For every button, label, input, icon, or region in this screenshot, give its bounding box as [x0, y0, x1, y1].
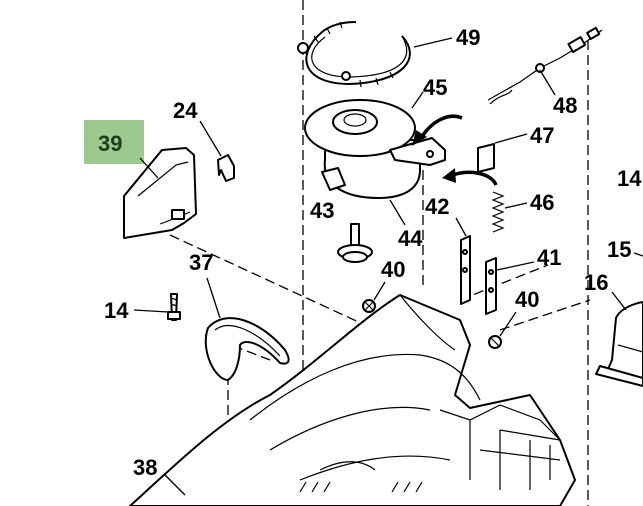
- callout-46[interactable]: 46: [530, 190, 554, 215]
- part-49-snap-ring: [297, 21, 411, 88]
- callout-16[interactable]: 16: [584, 270, 608, 295]
- leader-16: [611, 291, 627, 311]
- callout-15[interactable]: 15: [607, 237, 631, 262]
- part-40-screws: [362, 299, 502, 349]
- callout-45[interactable]: 45: [423, 75, 447, 100]
- leader-40a: [373, 281, 386, 301]
- leader-48: [539, 69, 556, 96]
- leader-42: [455, 217, 467, 237]
- leader-46: [504, 202, 528, 209]
- leader-14: [133, 309, 169, 313]
- leader-37: [206, 277, 221, 319]
- callout-43[interactable]: 43: [310, 198, 334, 223]
- part-47-plate: [477, 143, 495, 173]
- callout-40-upper[interactable]: 40: [381, 257, 405, 282]
- part-46-spring: [442, 168, 505, 233]
- callout-49[interactable]: 49: [456, 25, 480, 50]
- leader-41: [496, 261, 535, 271]
- callout-44[interactable]: 44: [398, 226, 423, 251]
- part-37-handle: [204, 317, 290, 381]
- leader-40b: [499, 311, 517, 337]
- callout-39[interactable]: 39: [98, 131, 122, 156]
- leader-15: [633, 252, 643, 257]
- part-16-bracket: [595, 301, 643, 387]
- callout-38[interactable]: 38: [133, 455, 157, 480]
- leader-49: [413, 37, 453, 48]
- part-14-screw: [167, 293, 181, 321]
- callout-41[interactable]: 41: [537, 245, 561, 270]
- callout-48[interactable]: 48: [553, 93, 577, 118]
- leader-24: [199, 120, 222, 157]
- callout-42[interactable]: 42: [425, 194, 449, 219]
- callout-24[interactable]: 24: [173, 98, 198, 123]
- part-41-bracket: [485, 257, 497, 315]
- leader-38: [164, 474, 186, 496]
- callout-14-right[interactable]: 14: [617, 166, 642, 191]
- callout-40-lower[interactable]: 40: [515, 287, 539, 312]
- callout-39-highlight: [84, 120, 144, 164]
- part-24-clip: [217, 154, 235, 182]
- leader-39: [139, 157, 159, 179]
- leader-45: [411, 91, 424, 109]
- callout-14-left[interactable]: 14: [104, 298, 129, 323]
- part-45-brake-housing: [304, 99, 463, 199]
- part-38-deck: [129, 294, 576, 506]
- part-42-bracket: [460, 235, 471, 305]
- part-39-cover: [123, 147, 197, 239]
- callout-47[interactable]: 47: [530, 123, 554, 148]
- leader-44: [389, 199, 406, 226]
- callout-37[interactable]: 37: [189, 250, 213, 275]
- part-43-bolt: [337, 223, 373, 263]
- part-48-cable: [487, 26, 603, 105]
- leader-47: [494, 133, 528, 144]
